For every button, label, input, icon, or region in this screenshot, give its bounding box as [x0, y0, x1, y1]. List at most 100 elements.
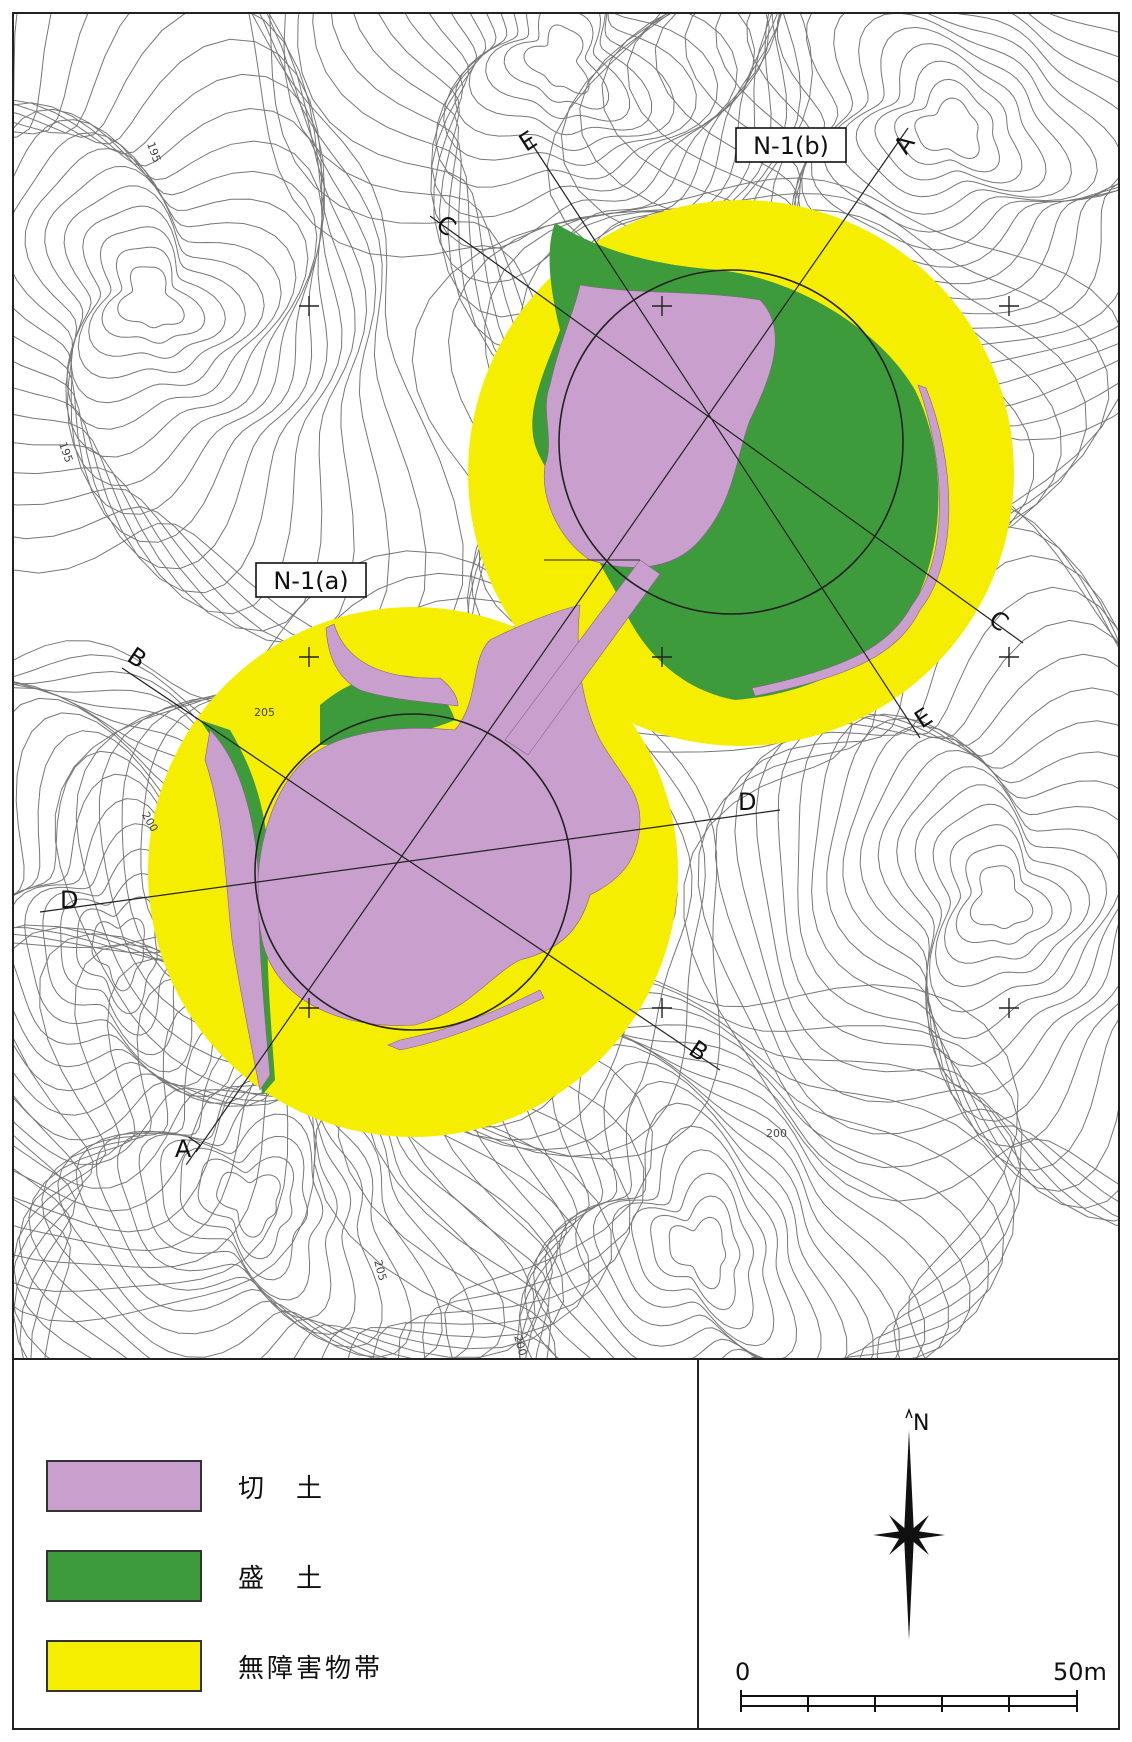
contour-line [28, 957, 506, 1358]
contour-line [248, 14, 813, 494]
contour-label: 195 [56, 440, 75, 464]
contour-line [117, 266, 185, 329]
contour-line [896, 766, 1118, 1040]
legend-label-obstacle-free: 無障害物帯 [238, 1653, 384, 1684]
legend-label-cut: 切 土 [238, 1473, 326, 1504]
contour-line [269, 14, 802, 481]
contour-line [914, 97, 980, 160]
contour-line [63, 185, 265, 404]
contour-line [932, 803, 1091, 988]
contour-line [601, 14, 1118, 393]
contour-line [955, 844, 1053, 945]
contour-line [454, 14, 675, 152]
contour-line [77, 205, 246, 379]
contour-line [654, 14, 1118, 351]
contour-label: 200 [766, 1127, 787, 1140]
contour-line [797, 653, 1118, 1192]
site-label-box-a [255, 562, 367, 598]
scale-bar [740, 1690, 1078, 1712]
contour-line [503, 14, 609, 110]
contour-line [755, 586, 1118, 1222]
legend-swatch-cut [46, 1460, 202, 1512]
contour-line [914, 784, 1108, 1013]
contour-line [544, 1061, 874, 1358]
contour-line [443, 14, 697, 166]
contour-line [894, 78, 1000, 173]
contour-line [405, 14, 770, 284]
contour-line [297, 14, 772, 440]
contour-line [546, 14, 1118, 441]
site-label-b: N-1(b) [753, 132, 829, 160]
contour-line [468, 14, 653, 136]
legend-label-fill: 盛 土 [238, 1563, 326, 1594]
contour-line [75, 896, 158, 1014]
section-marker-b-west: B [122, 642, 151, 674]
contour-line [715, 14, 1118, 315]
contour-line [14, 14, 356, 632]
grid-crosses [299, 296, 1019, 1018]
section-lines [39, 127, 1024, 1153]
scale-end-label: 50m [1053, 1658, 1107, 1686]
contour-line [855, 43, 1047, 198]
contour-line [18, 943, 536, 1358]
contour-line [575, 1102, 822, 1358]
legend-swatch-fill [46, 1550, 202, 1602]
contour-line [801, 14, 1118, 268]
section-label-a-south: A [175, 1135, 192, 1163]
contour-line [776, 14, 1118, 285]
contour-line [823, 14, 1098, 233]
contour-line [734, 555, 1118, 1226]
contour-line [533, 1043, 900, 1358]
contour-line [14, 14, 368, 645]
contour-line [14, 933, 565, 1358]
contour-line [160, 1113, 324, 1301]
contour-line [14, 38, 343, 615]
legend: 切 土 盛 土 無障害物帯 [14, 1358, 699, 1728]
contour-line [746, 14, 1118, 300]
contour-line [91, 917, 145, 992]
contour-line [668, 1216, 727, 1290]
contour-line [874, 60, 1023, 184]
contour-line [197, 1156, 295, 1260]
contour-line [777, 619, 1118, 1209]
contour-line [57, 995, 443, 1358]
site-boundary-b [558, 269, 904, 615]
contour-line [523, 24, 590, 95]
contour-line [842, 725, 1118, 1122]
contour-line [524, 1029, 926, 1358]
contour-line [435, 14, 719, 188]
contour-line [24, 148, 297, 458]
contour-line [859, 736, 1118, 1095]
section-marker-d-west: D [60, 886, 78, 914]
section-marker-a-south: A [175, 1135, 201, 1166]
contour-line [331, 14, 778, 384]
contour-line [14, 14, 464, 652]
contour-line [485, 14, 630, 122]
cut-area-b [543, 284, 776, 568]
access-road [504, 559, 661, 756]
contour-line [138, 1089, 338, 1319]
contour-line [14, 132, 309, 487]
section-marker-d-east: D [738, 788, 756, 816]
cut-strip-west [204, 729, 271, 1091]
contour-line [838, 26, 1072, 215]
contour-line [811, 14, 1118, 251]
contour-line [14, 108, 323, 543]
contour-line [430, 14, 738, 218]
site-boundary-a [254, 713, 572, 1031]
scale-start-label: 0 [735, 1658, 750, 1686]
contour-line [560, 14, 1118, 427]
contour-label: 205 [254, 706, 275, 719]
contour-line [88, 226, 226, 359]
contour-line [650, 1195, 741, 1311]
contour-line [684, 14, 1118, 330]
drainage-channel-east [751, 384, 950, 697]
contour-line [14, 14, 427, 655]
legend-item-cut: 切 土 [46, 1460, 325, 1512]
contour-line [943, 824, 1072, 964]
scale-panel: N 0 50m [699, 1358, 1118, 1728]
contour-line [579, 14, 1118, 411]
north-arrow-and-scale: N 0 50m [735, 1408, 1107, 1712]
contour-line [353, 14, 782, 351]
site-plan-map: A A B B C C D D E E N-1(a) [14, 14, 1118, 1358]
